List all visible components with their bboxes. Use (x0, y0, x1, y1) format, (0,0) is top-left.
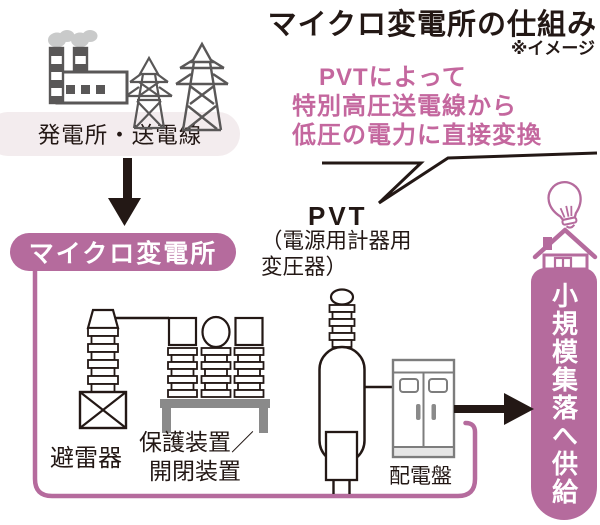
switchgear-figure (160, 315, 270, 433)
source-pill-label: 発電所・送電線 (37, 123, 203, 148)
substation-boundary-line (32, 268, 478, 499)
down-arrow-icon (108, 158, 141, 226)
board-label: 配電盤 (389, 465, 452, 488)
transmission-tower-small-icon (125, 55, 173, 130)
page-title: マイクロ変電所の仕組み (267, 9, 597, 41)
pvt-sub-line: （電源用計器用 (261, 229, 412, 253)
callout-tail-line (322, 151, 598, 205)
bulb-icon (547, 181, 582, 229)
pvt-label: PVT (308, 201, 368, 231)
protector-label-line: 開閉装置 (149, 457, 241, 484)
arrester-label: 避雷器 (50, 445, 122, 472)
supply-label: 小規模集落へ供給 (548, 282, 579, 506)
pvt-callout-text: PVTによって 特別高圧送電線から 低圧の電力に直接変換 (292, 63, 542, 150)
callout-line: PVTによって (319, 64, 467, 91)
callout-line: 低圧の電力に直接変換 (292, 122, 542, 149)
pvt-transformer-figure (318, 288, 394, 494)
protector-label-line: 保護装置／ (139, 429, 254, 455)
image-note: ※イメージ (510, 39, 595, 58)
protector-label: 保護装置／ 開閉装置 (139, 428, 254, 485)
factory-icon (48, 30, 129, 105)
transmission-tower-large-icon (175, 41, 229, 132)
pvt-sub-label: （電源用計器用 変圧器） (261, 229, 412, 280)
right-arrow-icon (454, 393, 534, 425)
pvt-sub-line: 変圧器） (261, 254, 348, 279)
callout-line: 特別高圧送電線から (292, 93, 517, 120)
supply-pill: 小規模集落へ供給 (531, 268, 597, 520)
distribution-board-figure (391, 358, 456, 459)
house-icon (532, 227, 598, 271)
lightning-arrester-figure (78, 308, 169, 430)
micro-substation-label: マイクロ変電所 (28, 240, 218, 268)
micro-substation-pill: マイクロ変電所 (10, 233, 236, 271)
